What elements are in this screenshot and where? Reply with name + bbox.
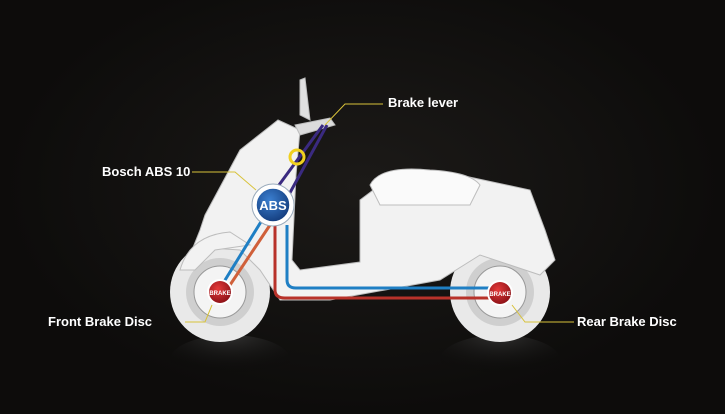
front-reflection	[170, 335, 290, 385]
leader-lines	[185, 103, 574, 323]
front-brake-line-2	[226, 221, 274, 289]
rear-brake-text: BRAKE	[489, 292, 510, 298]
brake-lever-label: Brake lever	[388, 95, 459, 110]
abs-badge: ABS	[251, 183, 295, 227]
rear-brake-line	[285, 225, 492, 290]
rear-brake-line-2	[273, 224, 492, 300]
rear-brake-badge: BRAKE	[487, 280, 513, 306]
front-disc-label: Front Brake Disc	[48, 314, 153, 329]
rear-reflection	[440, 335, 560, 385]
scooter-body	[179, 77, 556, 301]
brake-lever-marker	[288, 148, 306, 166]
abs-text: ABS	[259, 198, 287, 213]
front-brake-text: BRAKE	[209, 291, 230, 297]
front-brake-badge: BRAKE	[207, 279, 233, 305]
lever-line-2	[284, 124, 329, 201]
abs-unit-label: Bosch ABS 10	[102, 164, 191, 179]
rear-disc-label: Rear Brake Disc	[577, 314, 677, 329]
front-brake-line	[220, 211, 269, 286]
